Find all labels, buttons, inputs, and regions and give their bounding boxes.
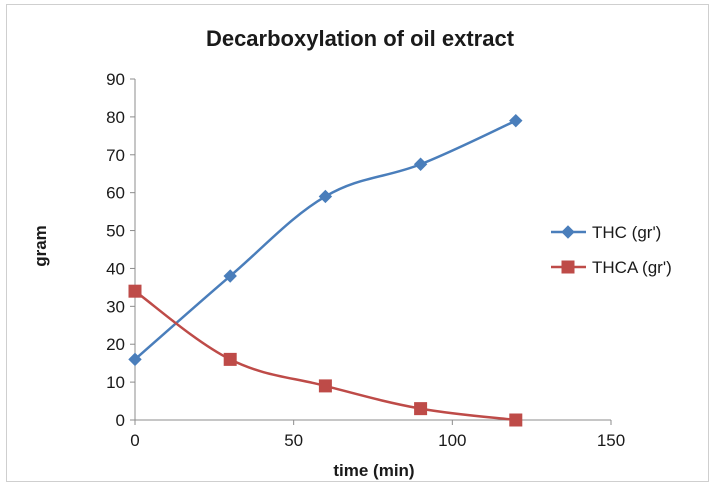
y-tick-label: 50 <box>106 222 125 241</box>
y-tick-label: 10 <box>106 373 125 392</box>
legend-entry: THC (gr') <box>551 223 661 242</box>
y-axis-label: gram <box>31 225 50 267</box>
series-0 <box>128 113 523 367</box>
legend-label: THC (gr') <box>592 223 661 242</box>
y-tick-label: 30 <box>106 297 125 316</box>
y-tick-label: 40 <box>106 259 125 278</box>
chart-title: Decarboxylation of oil extract <box>206 26 515 51</box>
y-tick-label: 60 <box>106 184 125 203</box>
x-tick-label: 150 <box>597 431 625 450</box>
data-point <box>128 352 142 367</box>
x-axis-label: time (min) <box>333 461 414 480</box>
data-point <box>509 113 523 128</box>
series-line <box>134 119 517 361</box>
y-tick-label: 70 <box>106 146 125 165</box>
chart-frame <box>6 4 709 482</box>
y-tick-label: 0 <box>116 411 125 430</box>
x-tick-label: 50 <box>284 431 303 450</box>
legend-entry: THCA (gr') <box>551 258 672 277</box>
x-tick-label: 0 <box>130 431 139 450</box>
data-point <box>414 402 428 416</box>
data-point <box>413 157 428 171</box>
data-point <box>223 352 237 366</box>
data-point <box>223 269 237 283</box>
data-point <box>318 379 332 393</box>
x-tick-label: 100 <box>438 431 466 450</box>
y-tick-label: 20 <box>106 335 125 354</box>
legend-marker <box>561 225 575 239</box>
data-point <box>509 413 523 427</box>
legend-label: THCA (gr') <box>592 258 672 277</box>
y-tick-label: 90 <box>106 70 125 89</box>
y-tick-label: 80 <box>106 108 125 127</box>
data-point <box>128 284 142 298</box>
series-1 <box>128 284 523 427</box>
legend-marker <box>561 260 575 274</box>
data-point <box>318 189 333 204</box>
